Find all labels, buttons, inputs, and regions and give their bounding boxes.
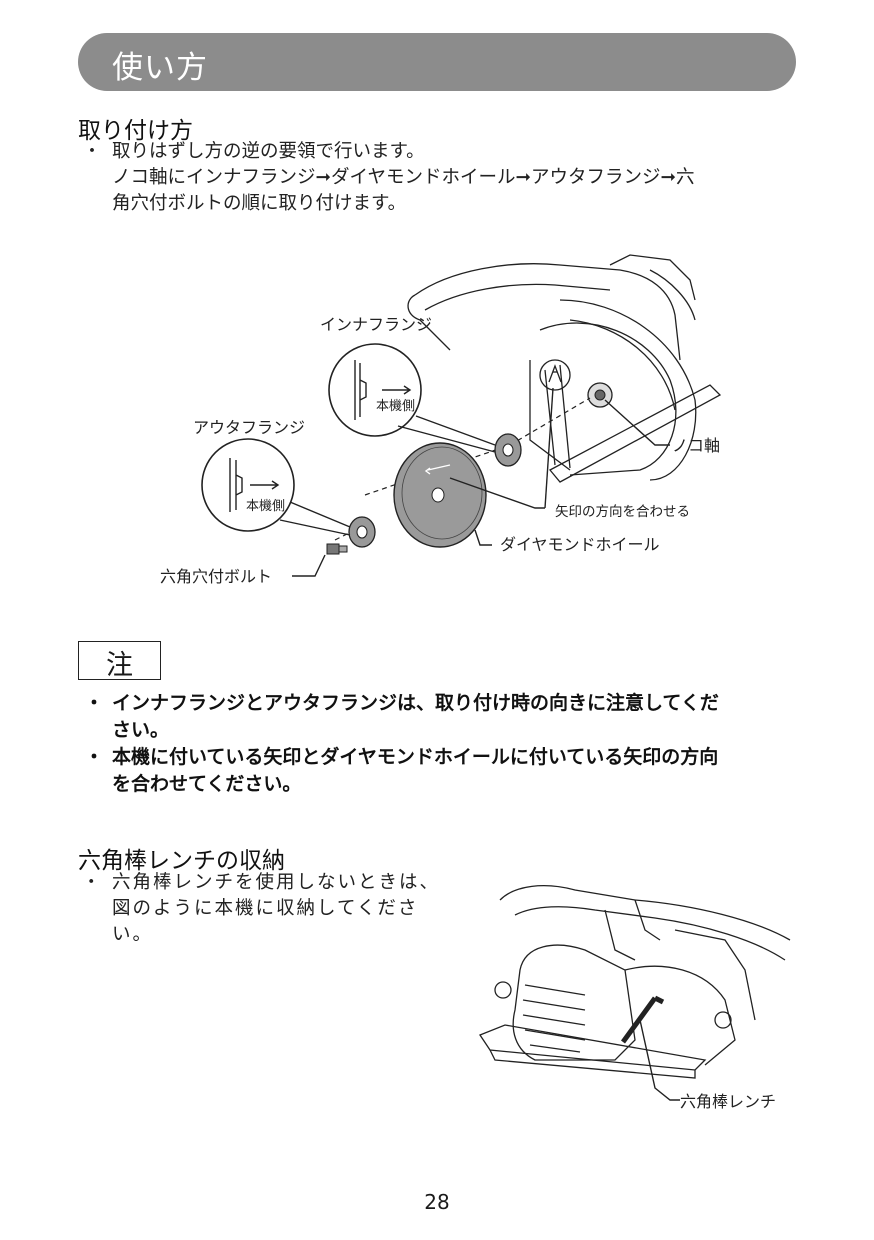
storage-line-text: 六角棒レンチを使用しないときは、 <box>112 872 441 893</box>
storage-line-text: 図のように本機に収納してくださ <box>112 898 419 919</box>
page-title: 使い方 <box>112 50 208 86</box>
install-heading: 取り付け方 <box>78 118 193 144</box>
align-arrows-label: 矢印の方向を合わせる <box>555 504 690 520</box>
note-line: さい。 <box>112 719 170 741</box>
note-line: を合わせてください。 <box>112 773 302 795</box>
storage-line-text: い。 <box>112 924 154 945</box>
note-item: ・ インナフランジとアウタフランジは、取り付け時の向きに注意してくだ さい。 <box>84 690 812 744</box>
storage-heading: 六角棒レンチの収納 <box>78 848 285 874</box>
install-paragraph: ・ 取りはずし方の逆の要領で行います。 ノコ軸にインナフランジ➞ダイヤモンドホイ… <box>83 139 812 217</box>
saw-shaft-center <box>594 389 606 401</box>
note-box: 注 <box>78 641 161 681</box>
hex-bolt <box>326 543 348 555</box>
bullet-marker: ・ <box>84 692 104 714</box>
note-label: 注 <box>106 650 133 681</box>
install-line: ノコ軸にインナフランジ➞ダイヤモンドホイール➞アウタフランジ➞六 <box>112 165 812 191</box>
hex-wrench-tip <box>653 995 665 1005</box>
hex-bolt-label: 六角穴付ボルト <box>160 567 272 586</box>
diamond-wheel-rim <box>401 446 483 540</box>
inner-flange-label: インナフランジ <box>320 315 432 334</box>
install-line-text: 取りはずし方の逆の要領で行います。 <box>112 141 425 162</box>
diamond-wheel-hole <box>431 487 445 503</box>
bullet-marker: ・ <box>82 872 103 893</box>
wrench-leader-line <box>639 1019 680 1101</box>
note-line: インナフランジとアウタフランジは、取り付け時の向きに注意してくだ <box>112 692 719 714</box>
arrow-right-icon <box>382 385 412 395</box>
storage-paragraph: ・ 六角棒レンチを使用しないときは、 図のように本機に収納してくださ い。 <box>82 870 472 948</box>
install-line: 角穴付ボルトの順に取り付けます。 <box>112 191 812 217</box>
leader-lines <box>292 387 670 577</box>
page-number: 28 <box>424 1190 450 1214</box>
note-item: ・ 本機に付いている矢印とダイヤモンドホイールに付いている矢印の方向 を合わせて… <box>84 744 812 798</box>
machine-side-label: 本機側 <box>376 399 415 414</box>
note-list: ・ インナフランジとアウタフランジは、取り付け時の向きに注意してくだ さい。 ・… <box>84 690 812 798</box>
storage-line: ・ 六角棒レンチを使用しないときは、 <box>82 870 472 896</box>
install-line-text: 角穴付ボルトの順に取り付けます。 <box>112 193 407 214</box>
diamond-wheel-label: ダイヤモンドホイール <box>500 535 660 554</box>
machine-side-label: 本機側 <box>246 499 285 514</box>
hex-wrench-label: 六角棒レンチ <box>680 1092 776 1111</box>
hex-wrench <box>620 996 658 1044</box>
install-line: ・ 取りはずし方の逆の要領で行います。 <box>83 139 812 165</box>
storage-line: 図のように本機に収納してくださ <box>112 896 472 922</box>
wheel-arrow-icon <box>424 464 451 475</box>
inner-flange-hole <box>502 443 514 457</box>
saw-body-illustration <box>407 254 722 483</box>
assembly-figure: インナフランジ アウタフランジ 本機側 本機側 六角穴付ボルト ノコ軸 矢印の方… <box>160 254 722 586</box>
storage-line: い。 <box>112 922 472 948</box>
wrench-storage-figure: 六角棒レンチ <box>479 885 791 1111</box>
outer-flange-hole <box>356 525 368 539</box>
arrow-right-icon <box>250 480 280 490</box>
outer-flange-label: アウタフランジ <box>193 418 305 437</box>
inner-flange-inset <box>328 343 496 453</box>
header-bar: 使い方 <box>78 33 796 91</box>
saw-body-illustration <box>479 885 791 1079</box>
bullet-marker: ・ <box>84 746 104 768</box>
install-line-text: ノコ軸にインナフランジ➞ダイヤモンドホイール➞アウタフランジ➞六 <box>112 167 695 188</box>
note-line: 本機に付いている矢印とダイヤモンドホイールに付いている矢印の方向 <box>112 746 719 768</box>
saw-shaft-label: ノコ軸 <box>672 436 720 455</box>
bullet-marker: ・ <box>82 141 102 162</box>
outer-flange-inset <box>201 438 351 536</box>
